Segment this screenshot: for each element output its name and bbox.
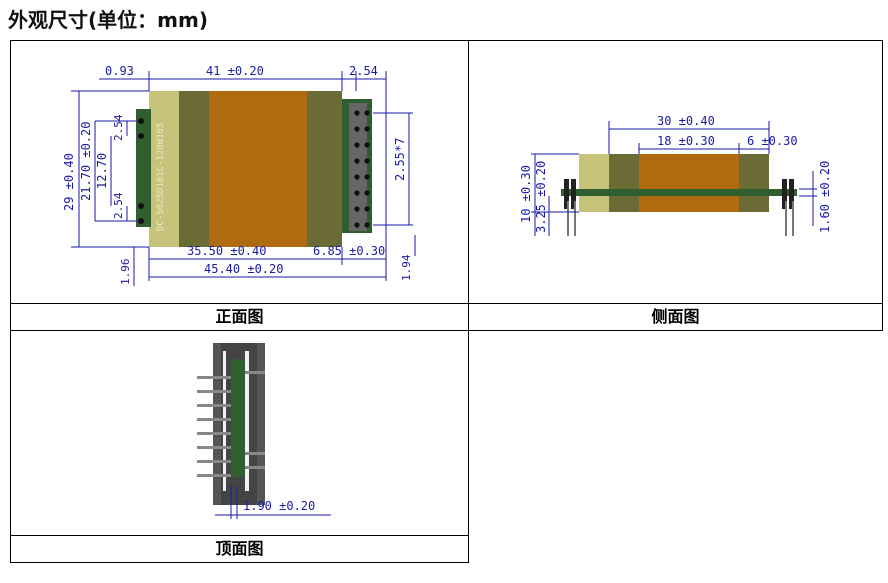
front-view-pins: [138, 110, 370, 228]
front-view-caption: 正面图: [10, 303, 469, 331]
front-view-drawing: DC-5025D101C-120W105: [62, 64, 416, 286]
dim-pin-pitch-b: 2.54: [112, 192, 125, 219]
dim-pin-offset: 0.93: [105, 64, 134, 78]
front-view-body: [136, 91, 372, 247]
dim-body-height: 10 ±0.30: [519, 165, 533, 223]
dim-body-length: 41 ±0.20: [206, 64, 264, 78]
top-view-drawing: 1.90 ±0.20: [197, 343, 331, 519]
dim-pin-thickness: 1.60 ±0.20: [818, 161, 832, 233]
dim-core-width: 18 ±0.30: [657, 134, 715, 148]
dim-height: 29 ±0.40: [62, 153, 76, 211]
dim-bottom-offset-left: 1.96: [119, 259, 132, 286]
dim-bottom-offset-right: 1.94: [400, 254, 413, 281]
top-view-body: [213, 343, 265, 505]
side-view-dimension-lines: [531, 121, 817, 236]
side-view-pins: [564, 179, 794, 236]
drawing-grid: DC-5025D101C-120W105: [10, 40, 883, 563]
dim-side-length: 30 ±0.40: [657, 114, 715, 128]
dim-pin-row-offset: 2.54: [349, 64, 378, 78]
front-view-dimension-lines: [71, 71, 416, 286]
side-view-drawing: 30 ±0.40 18 ±0.30 6 ±0.30 10 ±0.30 3.25 …: [519, 114, 832, 236]
dim-pin-width: 1.90 ±0.20: [243, 499, 315, 513]
top-view-dimension-lines: [215, 486, 331, 519]
dim-inner-width: 35.50 ±0.40: [187, 244, 266, 258]
page-title: 外观尺寸(单位：mm): [8, 8, 208, 32]
dim-pin-pitch-right: 2.55*7: [393, 138, 407, 181]
dim-end-width: 6 ±0.30: [747, 134, 798, 148]
dim-pin-spacing-a: 12.70: [95, 153, 109, 189]
dim-pin-pitch-a: 2.54: [112, 114, 125, 141]
dim-overall-length: 45.40 ±0.20: [204, 262, 283, 276]
side-view-caption: 侧面图: [468, 303, 883, 331]
dim-terminal-width: 6.85 ±0.30: [313, 244, 385, 258]
dim-pin-height: 3.25 ±0.20: [534, 161, 548, 233]
top-view-pins: [197, 371, 265, 477]
dim-pin-span: 21.70 ±0.20: [79, 122, 93, 201]
side-view-body: [561, 154, 797, 212]
product-marking: DC-5025D101C-120W105: [156, 123, 166, 231]
top-view-caption: 顶面图: [10, 535, 469, 563]
